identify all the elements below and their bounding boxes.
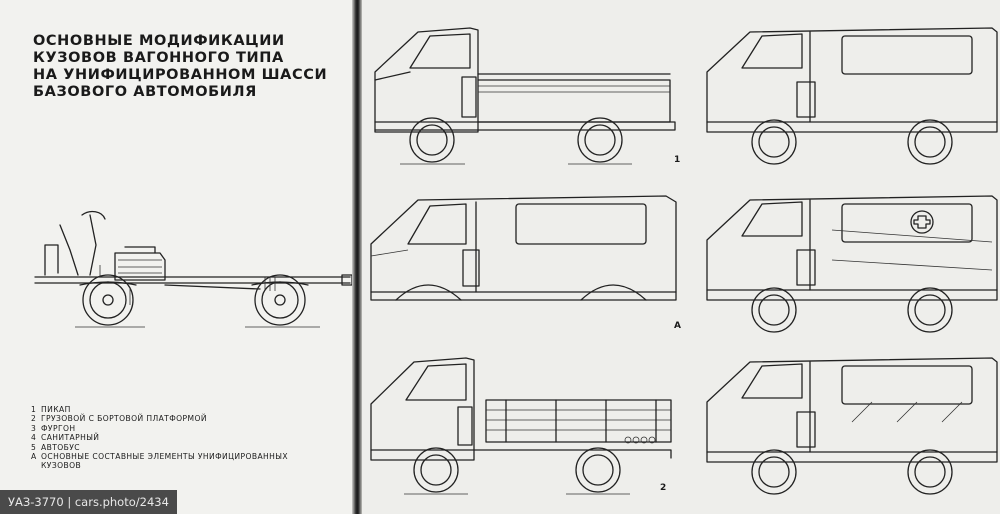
basic-van-drawing (370, 195, 677, 301)
flatbed-drawing (370, 357, 672, 495)
page-fold (352, 0, 362, 514)
title-line: КУЗОВОВ ВАГОННОГО ТИПА (33, 50, 284, 66)
legend-item: КУЗОВОВ (41, 461, 82, 471)
bus-drawing-bottom (706, 357, 998, 495)
watermark: УАЗ-3770 | cars.photo/2434 (0, 490, 177, 514)
title-line: БАЗОВОГО АВТОМОБИЛЯ (33, 84, 257, 100)
pickup-drawing (374, 27, 676, 165)
left-page: ОСНОВНЫЕ МОДИФИКАЦИИ КУЗОВОВ ВАГОННОГО Т… (0, 0, 353, 514)
figure-label: 2 (660, 483, 667, 493)
chassis-drawing (34, 210, 353, 328)
title-line: ОСНОВНЫЕ МОДИФИКАЦИИ (33, 33, 285, 49)
ambulance-drawing (706, 195, 998, 333)
figure-label: 1 (674, 155, 681, 165)
bus-drawing-top (706, 27, 998, 165)
right-page: 1 А (362, 0, 1000, 514)
title-line: НА УНИФИЦИРОВАННОМ ШАССИ (33, 67, 328, 83)
page-title: ОСНОВНЫЕ МОДИФИКАЦИИ КУЗОВОВ ВАГОННОГО Т… (33, 33, 353, 101)
figure-label: А (674, 321, 681, 331)
